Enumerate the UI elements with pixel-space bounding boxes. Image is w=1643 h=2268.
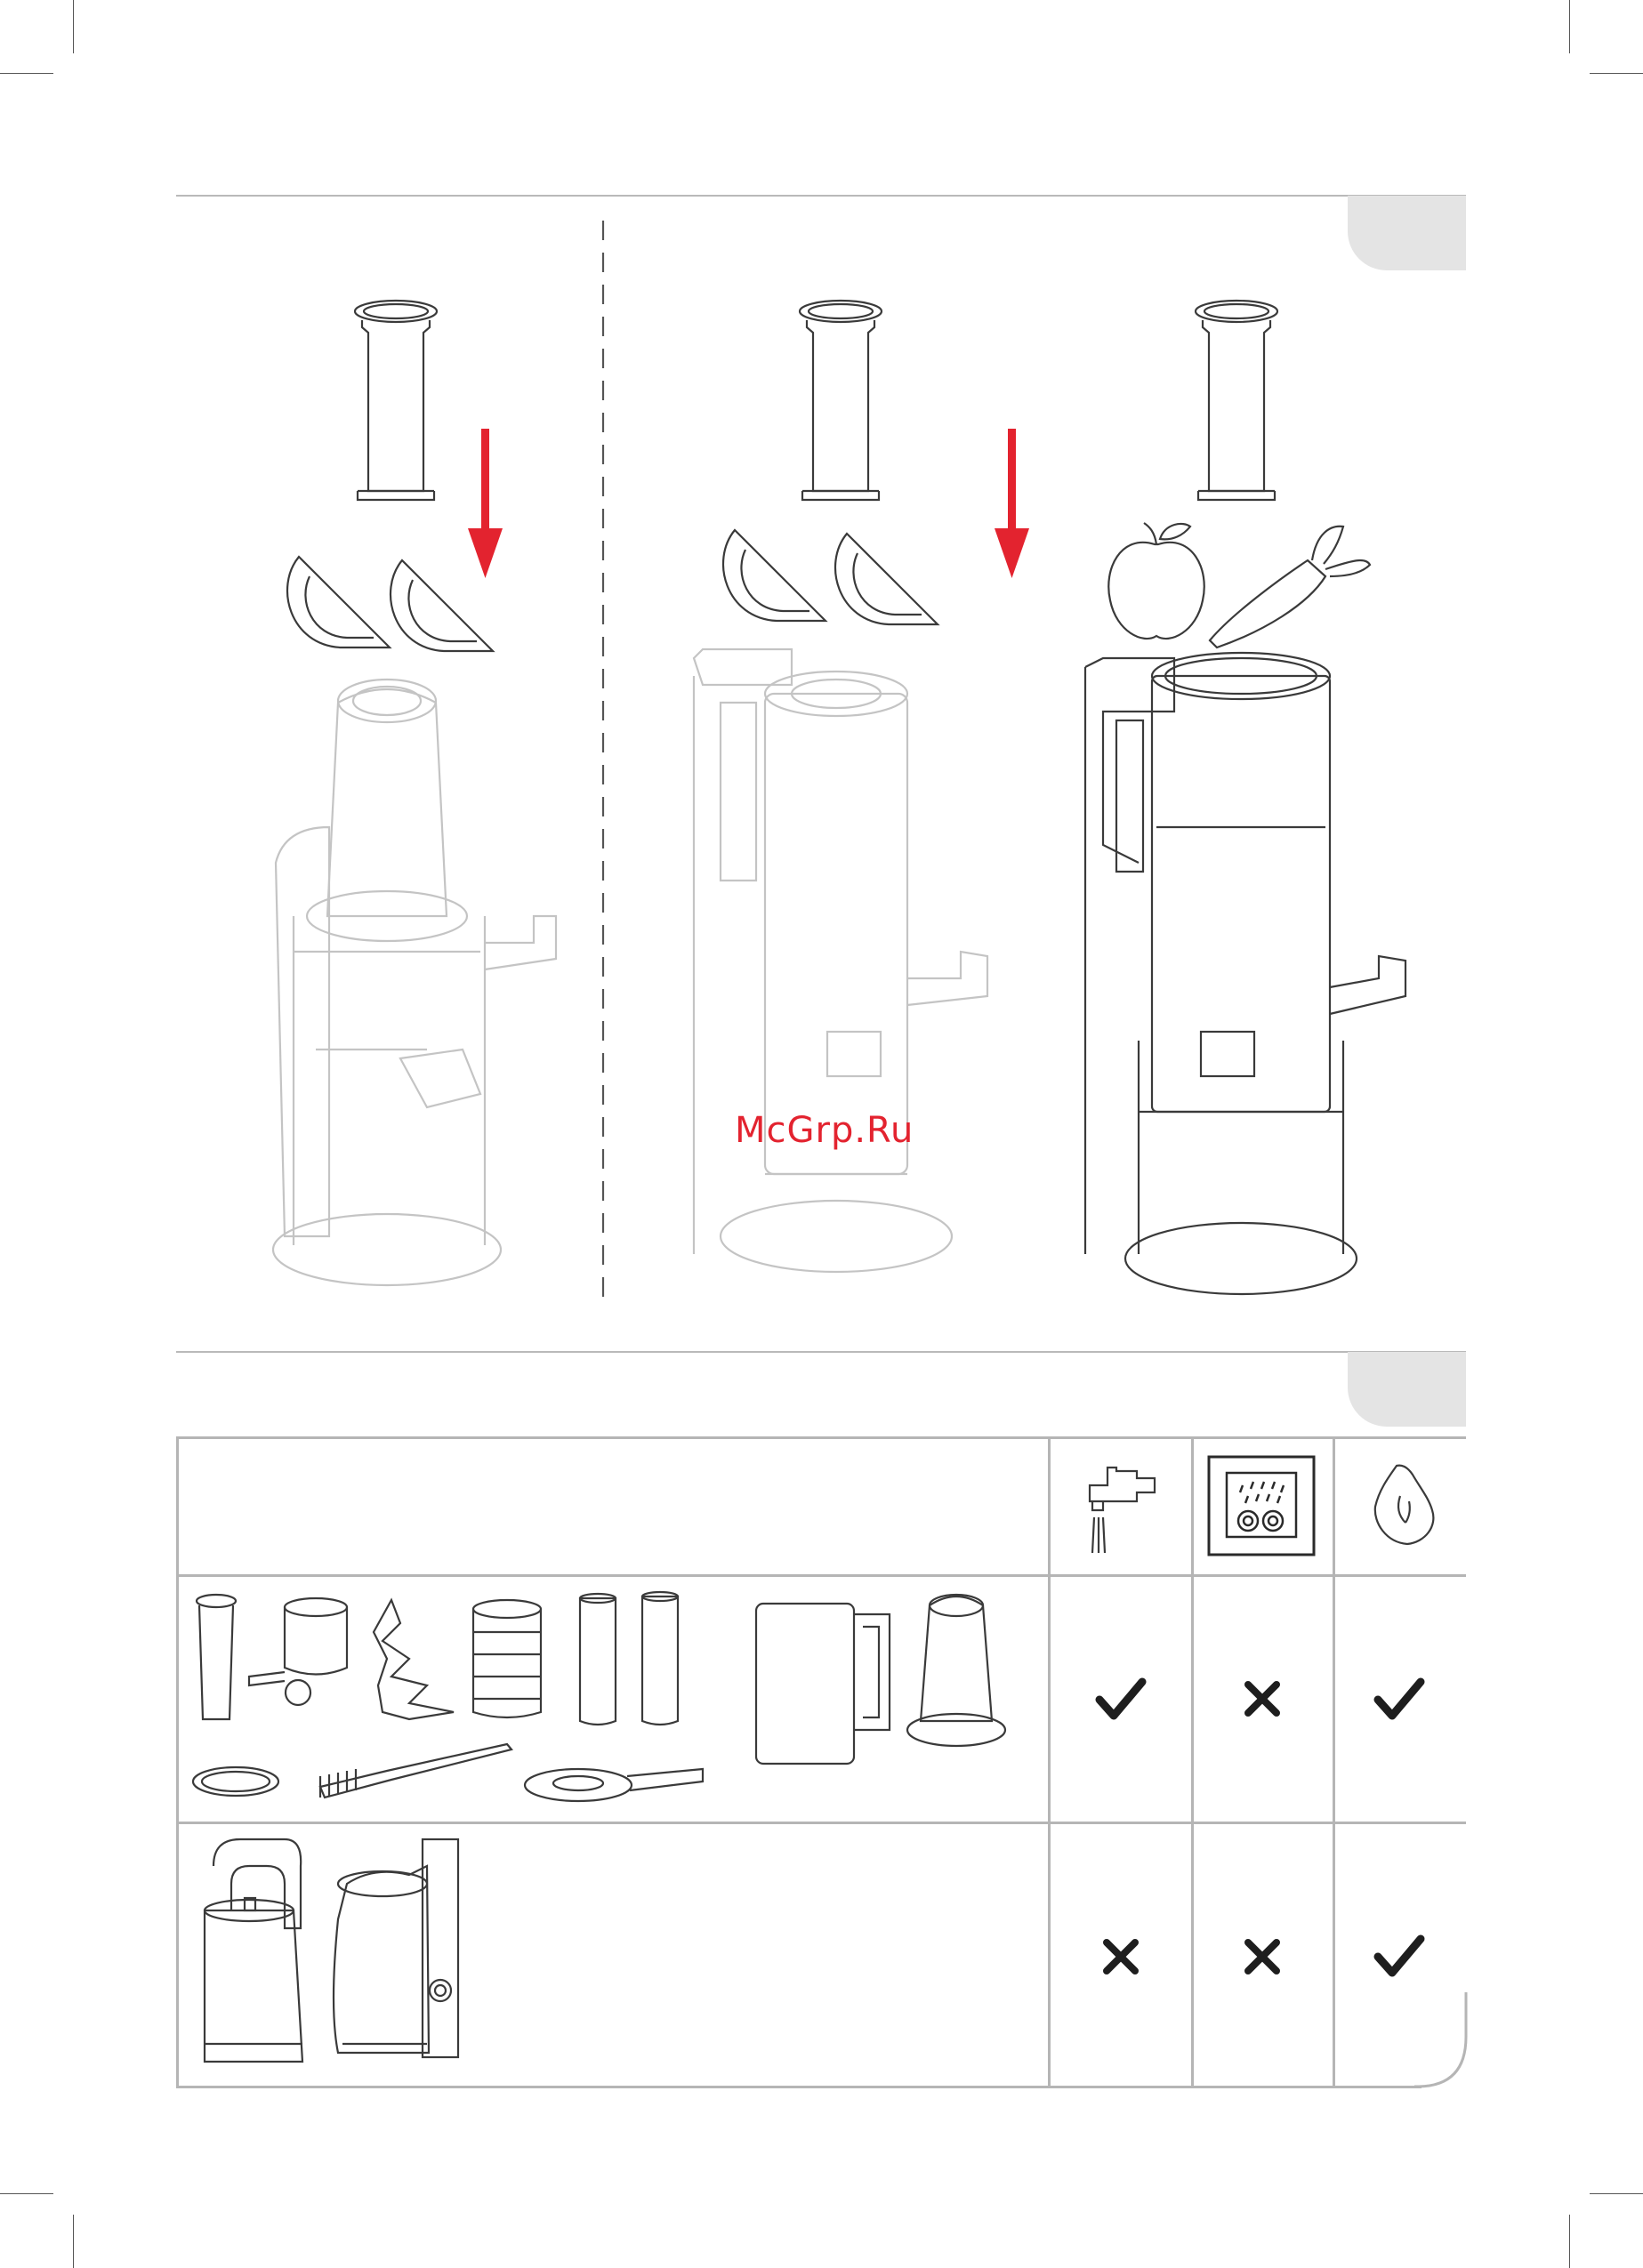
motor-base-illustration	[196, 1830, 480, 2079]
panel-1-illustration	[249, 294, 587, 1316]
soft-cloth-icon	[1370, 1460, 1441, 1549]
crop-mark	[0, 2193, 53, 2194]
table-border	[176, 1574, 1466, 1577]
crop-mark	[1569, 0, 1570, 53]
check-icon	[1374, 1934, 1424, 1980]
section-tab-bottom	[1348, 1352, 1466, 1427]
down-arrow-icon	[468, 429, 503, 580]
removable-parts-illustration	[187, 1588, 1041, 1810]
panel-2-illustration	[694, 294, 1032, 1316]
tap-water-icon	[1076, 1459, 1165, 1556]
table-border	[176, 1436, 1466, 1439]
crop-mark	[1590, 73, 1643, 74]
panel-3-illustration	[1067, 294, 1423, 1316]
citrus-wedge-icon	[287, 557, 493, 651]
cross-icon	[1101, 1937, 1140, 1976]
check-icon	[1374, 1677, 1424, 1723]
section-tab-top	[1348, 196, 1466, 270]
crop-mark	[0, 73, 53, 74]
citrus-wedge-icon	[723, 530, 938, 624]
check-icon	[1096, 1677, 1146, 1723]
juicer-body-icon	[694, 649, 987, 1272]
carrot-icon	[1210, 527, 1370, 647]
crop-mark	[1569, 2215, 1570, 2268]
dishwasher-icon	[1207, 1455, 1317, 1558]
table-border	[1048, 1436, 1051, 2088]
food-pusher-icon	[355, 301, 437, 500]
crop-mark	[73, 0, 74, 53]
cross-icon	[1243, 1679, 1282, 1718]
watermark: McGrp.Ru	[735, 1110, 914, 1151]
food-pusher-icon	[1196, 301, 1277, 500]
crop-mark	[73, 2215, 74, 2268]
juicer-body-icon	[273, 680, 556, 1285]
section-divider-bottom	[176, 1351, 1466, 1353]
apple-icon	[1108, 523, 1204, 639]
table-border	[1191, 1436, 1194, 2088]
table-corner	[1414, 1992, 1468, 2090]
crop-mark	[1590, 2193, 1643, 2194]
section-divider-top	[176, 195, 1466, 197]
table-border	[1333, 1436, 1335, 2088]
table-border	[176, 2086, 1422, 2088]
table-border	[176, 1436, 179, 2088]
cross-icon	[1243, 1937, 1282, 1976]
juicer-body-icon	[1085, 653, 1405, 1294]
dashed-separator	[601, 221, 605, 1306]
food-pusher-icon	[800, 301, 882, 500]
table-border	[176, 1822, 1466, 1824]
